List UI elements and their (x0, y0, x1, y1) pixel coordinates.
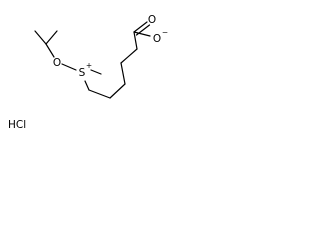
salt-label: HCl (8, 119, 26, 131)
bond-isopropyl-left (34, 30, 47, 45)
bond-sulfur-chain (84, 80, 90, 91)
bond-oxygen-sulfur (61, 63, 77, 71)
bond-sulfur-methyl (90, 69, 102, 75)
bond-isopropyl-oxygen (45, 43, 55, 58)
bond-chain-1 (88, 89, 111, 99)
bond-chain-3 (120, 62, 126, 85)
bond-chain-4 (120, 48, 138, 64)
bond-carbonyl-single (133, 31, 151, 37)
bond-chain-5 (133, 31, 138, 50)
bond-chain-2 (109, 83, 126, 99)
bond-isopropyl-right (45, 30, 58, 45)
sulfur-charge: + (86, 61, 92, 70)
carboxylate-charge: − (162, 28, 168, 37)
sulfur-label: S (79, 67, 86, 79)
structure-diagram: O S + O O − HCl (8, 14, 168, 131)
bond-carbonyl-double-a (133, 21, 148, 33)
carboxylate-oxygen-label: O (153, 33, 161, 45)
ether-oxygen-label: O (53, 57, 61, 69)
carbonyl-oxygen-label: O (148, 14, 156, 26)
